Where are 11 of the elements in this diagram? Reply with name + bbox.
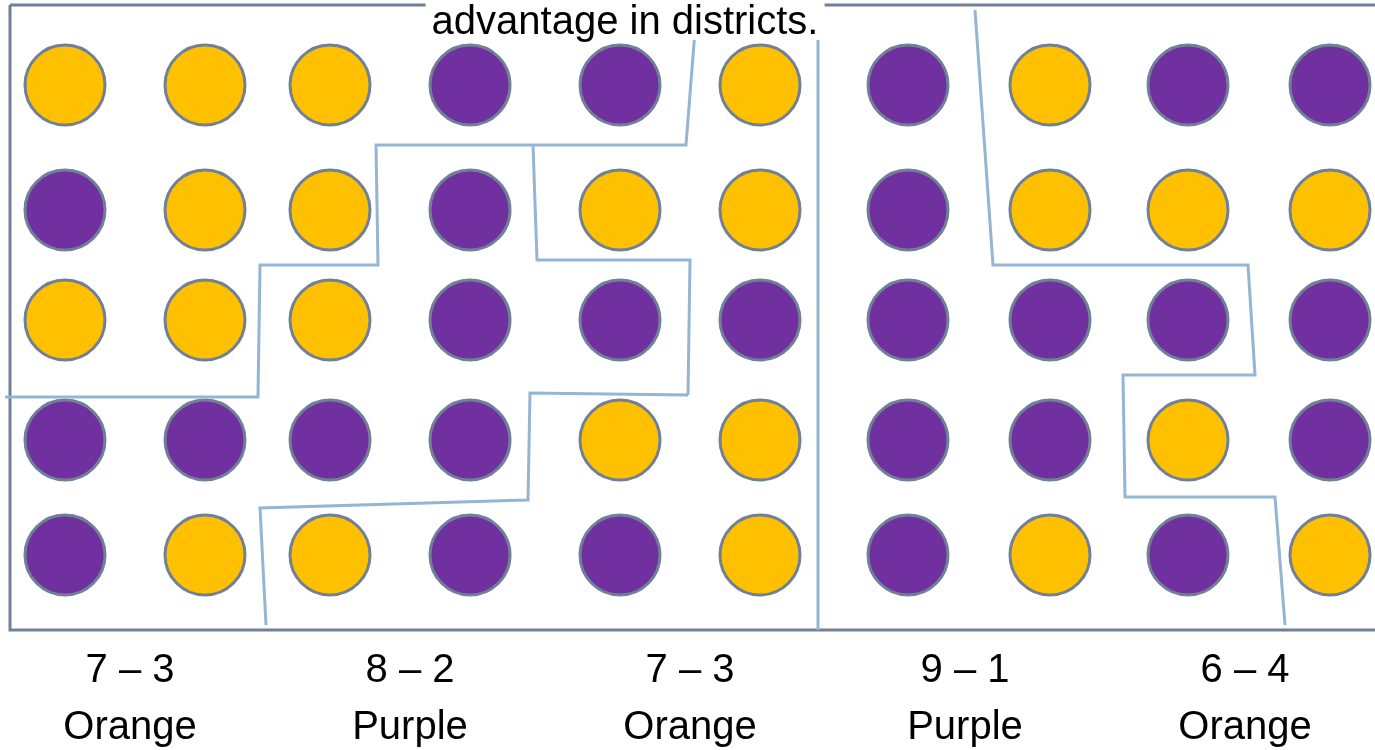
district-winner: Orange [63,703,197,747]
vote-score: 7 – 3 [85,646,175,690]
vote-score: 8 – 2 [365,646,455,690]
district-winner: Orange [623,703,757,747]
heading-text: advantage in districts. [425,0,825,40]
district-winner: Purple [907,703,1023,747]
vote-score: 9 – 1 [920,646,1010,690]
district-winner: Purple [352,703,468,747]
vote-score: 7 – 3 [645,646,735,690]
vote-score: 6 – 4 [1200,646,1290,690]
district-winner: Orange [1178,703,1312,747]
